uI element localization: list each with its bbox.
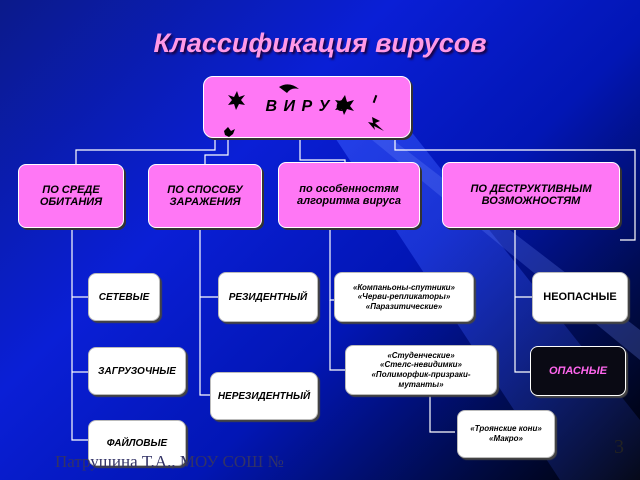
algorithm-group-2-box: «Студенческие» «Стелс-невидимки» «Полимо… — [345, 345, 497, 395]
habitat-boot-label: ЗАГРУЗОЧНЫЕ — [98, 365, 176, 377]
category-algorithm: по особенностям алгоритма вируса — [278, 162, 420, 228]
algorithm-group-3-line-1: «Троянские кони» — [470, 424, 542, 434]
algorithm-group-2-line-1: «Студенческие» — [387, 350, 455, 360]
habitat-file-label: ФАЙЛОВЫЕ — [106, 437, 168, 449]
habitat-network-label: СЕТЕВЫЕ — [98, 291, 150, 303]
destructive-dangerous-label: ОПАСНЫЕ — [548, 365, 608, 377]
category-destructive-label: ПО ДЕСТРУКТИВНЫМ ВОЗМОЖНОСТЯМ — [470, 183, 592, 207]
habitat-boot-box: ЗАГРУЗОЧНЫЕ — [88, 347, 186, 395]
algorithm-group-3-box: «Троянские кони» «Макро» — [457, 410, 555, 458]
destructive-dangerous-box: ОПАСНЫЕ — [530, 346, 626, 396]
algorithm-group-2-line-4: мутанты» — [398, 379, 444, 389]
category-infection: ПО СПОСОБУ ЗАРАЖЕНИЯ — [148, 164, 262, 228]
algorithm-group-1-box: «Компаньоны-спутники» «Черви-репликаторы… — [334, 272, 474, 322]
destructive-safe-box: НЕОПАСНЫЕ — [532, 272, 628, 322]
algorithm-group-1-line-2: «Черви-репликаторы» — [357, 292, 451, 302]
algorithm-group-1-line-3: «Паразитические» — [365, 301, 443, 311]
category-infection-label: ПО СПОСОБУ ЗАРАЖЕНИЯ — [167, 184, 243, 208]
algorithm-group-2-line-2: «Стелс-невидимки» — [380, 360, 462, 370]
algorithm-group-1-line-1: «Компаньоны-спутники» — [352, 282, 455, 292]
burst-decoration-icon — [224, 84, 384, 137]
habitat-file-box: ФАЙЛОВЫЕ — [88, 420, 186, 466]
slide-title: Классификация вирусов — [153, 28, 487, 58]
category-habitat-label: ПО СРЕДЕ ОБИТАНИЯ — [39, 184, 103, 208]
habitat-network-box: СЕТЕВЫЕ — [88, 273, 160, 321]
infection-nonresident-box: НЕРЕЗИДЕНТНЫЙ — [210, 372, 318, 420]
infection-nonresident-label: НЕРЕЗИДЕНТНЫЙ — [217, 390, 311, 402]
algorithm-group-3-line-2: «Макро» — [489, 434, 523, 443]
page-number: 3 — [614, 436, 624, 458]
algorithm-group-2-line-3: «Полиморфик-призраки- — [371, 370, 471, 379]
category-destructive: ПО ДЕСТРУКТИВНЫМ ВОЗМОЖНОСТЯМ — [442, 162, 620, 228]
infection-resident-label: РЕЗИДЕНТНЫЙ — [228, 291, 308, 303]
category-algorithm-label: по особенностям алгоритма вируса — [297, 183, 401, 207]
footer-author: Патрушина Т.А., МОУ СОШ № — [55, 452, 284, 471]
root-label: В И Р У С — [265, 98, 349, 115]
infection-resident-box: РЕЗИДЕНТНЫЙ — [218, 272, 318, 322]
destructive-safe-label: НЕОПАСНЫЕ — [543, 291, 617, 303]
root-virus-box: В И Р У С — [203, 76, 411, 138]
category-habitat: ПО СРЕДЕ ОБИТАНИЯ — [18, 164, 124, 228]
